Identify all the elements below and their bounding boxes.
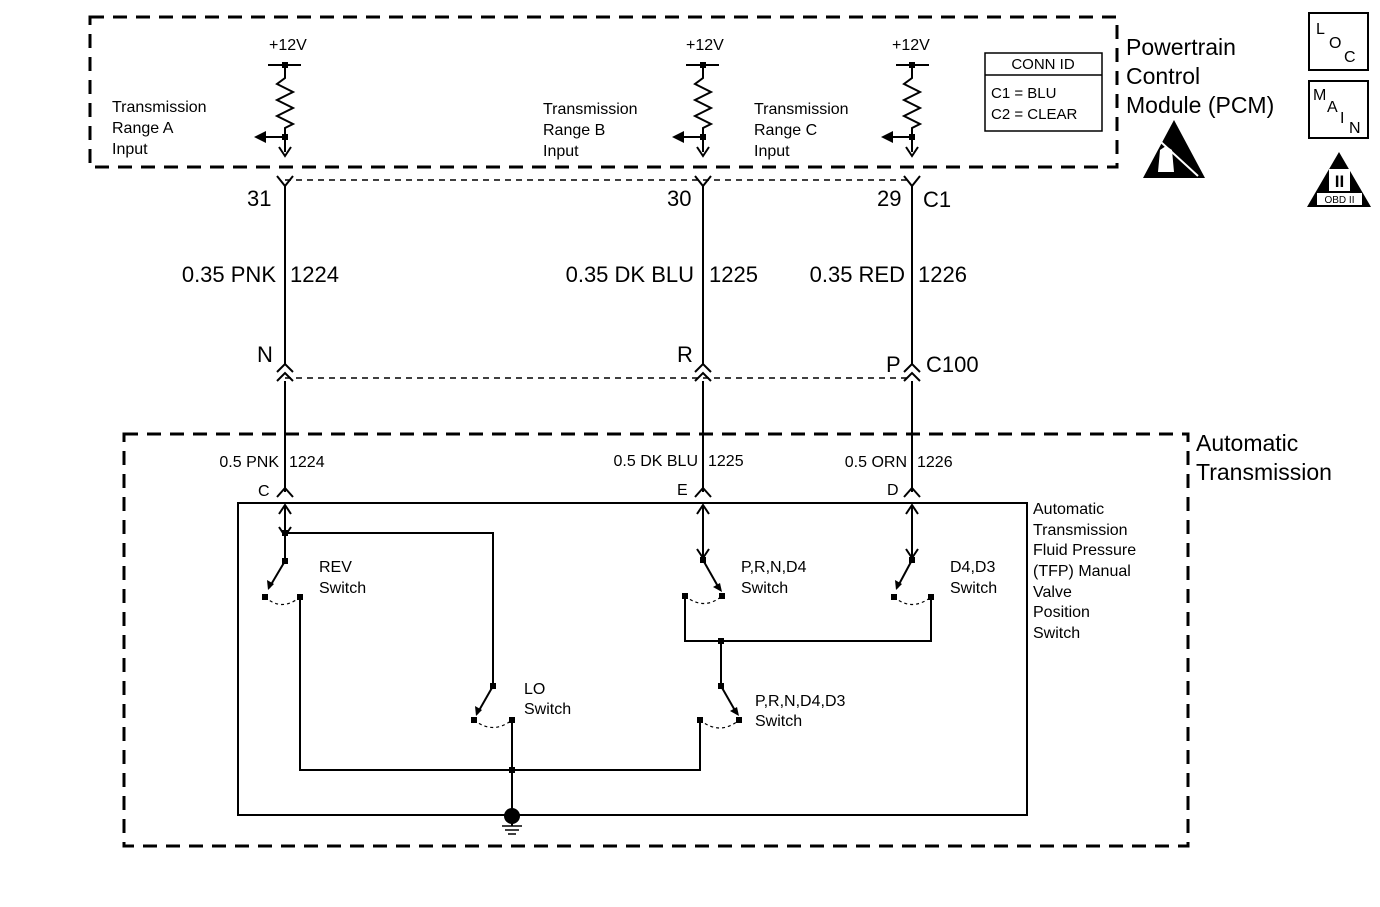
circuit-c-branch [278,503,494,686]
switch-pin-c: C [258,483,270,500]
prnd4d3-switch-line-1: P,R,N,D4,D3 [755,693,846,710]
pcm-pin-31: 31 [247,186,271,211]
loc-letter-l: L [1316,21,1325,38]
d4d3-switch-line-1: D4,D3 [950,559,995,576]
tfp-line-7: Switch [1033,625,1080,642]
prnd4-switch-line-1: P,R,N,D4 [741,559,807,576]
main-letter-a: A [1327,99,1338,116]
switch-pin-e: E [677,482,688,499]
pcm-input-c: +12V Transmission Range C Input [754,37,930,160]
lower-wires: 0.5 PNK 1224 0.5 DK BLU 1225 0.5 ORN 122… [219,381,953,500]
main-letter-n: N [1349,120,1361,137]
c100-pin-n: N [257,342,273,367]
supply-label-b: +12V [686,37,724,54]
wire-label-1225-upper: 0.35 DK BLU [566,262,694,287]
rev-switch: REV Switch [262,559,701,771]
input-b-line-2: Range B [543,122,605,139]
conn-id-row-2: C2 = CLEAR [991,106,1077,123]
rev-switch-line-2: Switch [319,580,366,597]
conn-id-row-1: C1 = BLU [991,85,1056,102]
circuit-1225-lower: 1225 [708,453,744,470]
tfp-line-2: Transmission [1033,522,1128,539]
transmission-title-line-1: Automatic [1196,430,1298,456]
loc-letter-o: O [1329,35,1341,52]
tfp-line-6: Position [1033,604,1090,621]
pcm-title-line-2: Control [1126,63,1200,89]
main-letter-m: M [1313,87,1326,104]
transmission-title-line-2: Transmission [1196,459,1332,485]
prnd4-switch: P,R,N,D4 Switch [682,503,807,605]
tfp-switch-assembly: Automatic Transmission Fluid Pressure (T… [237,501,1136,835]
pcm-pin-30: 30 [667,186,691,211]
pcm-title-line-1: Powertrain [1126,34,1236,60]
circuit-1224-upper: 1224 [290,262,339,287]
pcm-input-a: +12V Transmission Range A Input [112,37,307,158]
circuit-1226-lower: 1226 [917,454,953,471]
d4d3-switch: D4,D3 Switch [891,503,997,606]
tfp-line-4: (TFP) Manual [1033,563,1131,580]
upper-wires: 0.35 PNK 1224 0.35 DK BLU 1225 0.35 RED … [182,186,967,364]
tfp-line-1: Automatic [1033,501,1104,518]
supply-label-a: +12V [269,37,307,54]
main-letter-i: I [1340,110,1344,127]
wire-label-1226-upper: 0.35 RED [810,262,905,287]
obd-numeral: II [1335,172,1344,191]
pcm-input-b: +12V Transmission Range B Input [543,37,724,160]
input-b-line-3: Input [543,143,579,160]
prnd4d3-switch: P,R,N,D4,D3 Switch [697,683,846,730]
obd-ii-icon: II OBD II [1307,152,1371,207]
transmission-boundary [122,432,1190,848]
pcm-module: Powertrain Control Module (PCM) CONN ID … [88,15,1274,169]
tfp-line-3: Fluid Pressure [1033,542,1136,559]
input-a-line-1: Transmission [112,99,207,116]
lo-switch-line-2: Switch [524,701,571,718]
tfp-switch-box [237,502,1028,816]
pcm-title-line-3: Module (PCM) [1126,92,1274,118]
ground-icon [502,808,522,835]
input-c-line-3: Input [754,143,790,160]
c100-pin-p: P [886,352,901,377]
wire-label-1226-lower: 0.5 ORN [845,454,907,471]
loc-badge: L O C [1308,12,1369,71]
circuit-1224-lower: 1224 [289,454,325,471]
input-a-line-3: Input [112,141,148,158]
pcm-connector-c1: 31 30 29 C1 [247,175,951,212]
conn-id-box: CONN ID C1 = BLU C2 = CLEAR [984,52,1103,132]
wire-label-1224-upper: 0.35 PNK [182,262,276,287]
input-b-line-1: Transmission [543,101,638,118]
pcm-connector-label: C1 [923,187,951,212]
wire-label-1224-lower: 0.5 PNK [219,454,279,471]
conn-id-title: CONN ID [1011,56,1075,73]
tfp-line-5: Valve [1033,584,1072,601]
d4d3-switch-line-2: Switch [950,580,997,597]
loc-letter-c: C [1344,49,1356,66]
c100-pin-r: R [677,342,693,367]
lo-switch-line-1: LO [524,681,545,698]
circuit-1226-upper: 1226 [918,262,967,287]
switch-pin-d: D [887,482,899,499]
bridge-junction [684,596,932,686]
prnd4-switch-line-2: Switch [741,580,788,597]
obd-text: OBD II [1324,195,1354,206]
circuit-1225-upper: 1225 [709,262,758,287]
rev-switch-line-1: REV [319,559,352,576]
automatic-transmission: Automatic Transmission [122,430,1332,848]
prnd4d3-switch-line-2: Switch [755,713,802,730]
c100-label: C100 [926,352,979,377]
lo-switch: LO Switch [471,681,571,812]
pcm-pin-29: 29 [877,186,901,211]
input-c-line-2: Range C [754,122,817,139]
input-c-line-1: Transmission [754,101,849,118]
pcm-boundary [88,15,1119,169]
wire-label-1225-lower: 0.5 DK BLU [614,453,698,470]
supply-label-c: +12V [892,37,930,54]
input-a-line-2: Range A [112,120,174,137]
esd-warning-icon [1143,120,1205,178]
connector-c100: N R P C100 [257,342,979,382]
main-badge: M A I N [1308,80,1369,139]
